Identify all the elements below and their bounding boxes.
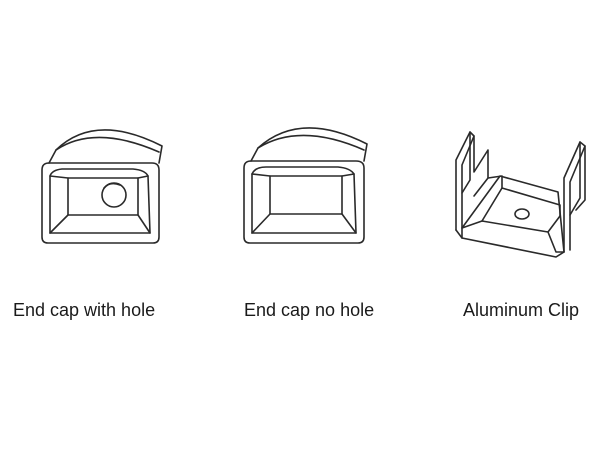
caption-aluminum-clip: Aluminum Clip bbox=[463, 300, 580, 320]
caption-end-cap-no-hole: End cap no hole bbox=[244, 300, 375, 320]
caption-end-cap-with-hole: End cap with hole bbox=[13, 300, 156, 320]
